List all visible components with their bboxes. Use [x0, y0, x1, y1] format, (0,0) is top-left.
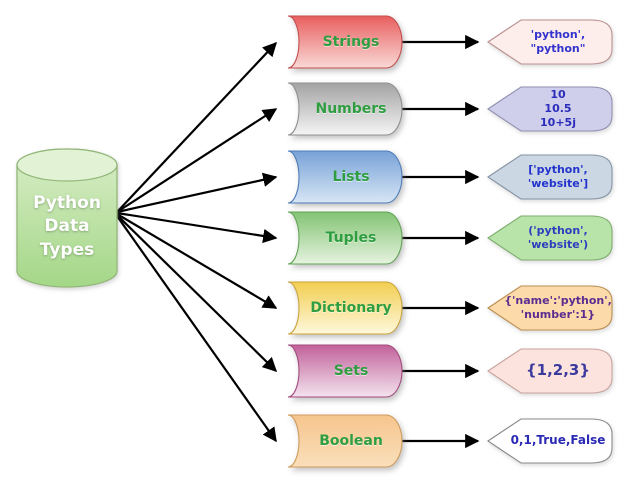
type-label-lists: Lists	[332, 169, 370, 185]
example-strings: 'python', "python"	[487, 18, 613, 66]
type-box-boolean: Boolean	[285, 414, 403, 468]
type-box-shape	[287, 211, 403, 265]
arrow-to-lists	[116, 172, 278, 214]
example-shape	[487, 418, 613, 464]
type-box-lists: Lists	[285, 150, 403, 204]
arrow-to-tuples	[116, 211, 278, 244]
type-label-numbers: Numbers	[315, 101, 387, 117]
type-label-boolean: Boolean	[319, 433, 383, 449]
example-shape	[487, 154, 613, 200]
root-node-label: Python Data Types	[33, 193, 101, 260]
example-numbers: 10 10.5 10+5j	[487, 85, 613, 133]
type-label-sets: Sets	[333, 363, 369, 379]
example-text-strings: 'python', "python"	[530, 27, 586, 55]
arrow-to-dictionary	[116, 213, 278, 309]
example-text-boolean: 0,1,True,False	[510, 433, 606, 448]
row-tuples: Tuples ('python', 'website')	[0, 211, 631, 265]
type-box-dictionary: Dictionary	[285, 281, 403, 335]
cylinder-shape	[16, 148, 118, 288]
type-box-tuples: Tuples	[285, 211, 403, 265]
fan-arrows	[116, 41, 278, 443]
type-box-sets: Sets	[285, 344, 403, 398]
row-numbers: Numbers 10 10.5 10+5j	[0, 82, 631, 136]
arrow-to-strings	[116, 41, 277, 213]
arrow-to-boolean	[116, 215, 277, 443]
example-shape	[487, 86, 613, 132]
row-strings: Strings 'python', "python"	[0, 15, 631, 69]
type-box-strings: Strings	[285, 15, 403, 69]
type-box-shape	[287, 82, 403, 136]
example-tuples: ('python', 'website')	[487, 214, 613, 262]
type-box-shape	[287, 281, 403, 335]
type-box-shape	[287, 414, 403, 468]
example-shape	[487, 215, 613, 261]
type-label-tuples: Tuples	[325, 230, 377, 246]
example-text-lists: ['python', 'website']	[527, 162, 589, 190]
row-lists: Lists ['python', 'website']	[0, 150, 631, 204]
row-dictionary: Dictionary {'name':'python', 'number':1}	[0, 281, 631, 335]
example-arrows	[402, 34, 480, 449]
arrow-to-numbers	[116, 108, 278, 213]
type-box-shape	[287, 150, 403, 204]
type-box-shape	[287, 15, 403, 69]
type-label-strings: Strings	[322, 34, 380, 50]
example-text-sets: {1,2,3}	[525, 361, 591, 380]
example-shape	[487, 285, 613, 331]
row-boolean: Boolean 0,1,True,False	[0, 414, 631, 468]
example-lists: ['python', 'website']	[487, 153, 613, 201]
example-sets: {1,2,3}	[487, 347, 613, 395]
example-boolean: 0,1,True,False	[487, 417, 613, 465]
arrow-to-sets	[116, 214, 278, 373]
example-shape	[487, 348, 613, 394]
type-box-shape	[287, 344, 403, 398]
type-label-dictionary: Dictionary	[310, 300, 392, 316]
example-text-dictionary: {'name':'python', 'number':1}	[504, 293, 612, 321]
example-dictionary: {'name':'python', 'number':1}	[487, 284, 613, 332]
example-text-tuples: ('python', 'website')	[527, 223, 589, 251]
example-text-numbers: 10 10.5 10+5j	[540, 87, 576, 130]
type-box-numbers: Numbers	[285, 82, 403, 136]
row-sets: Sets {1,2,3}	[0, 344, 631, 398]
root-node-python-data-types: Python Data Types	[16, 148, 118, 288]
example-shape	[487, 19, 613, 65]
